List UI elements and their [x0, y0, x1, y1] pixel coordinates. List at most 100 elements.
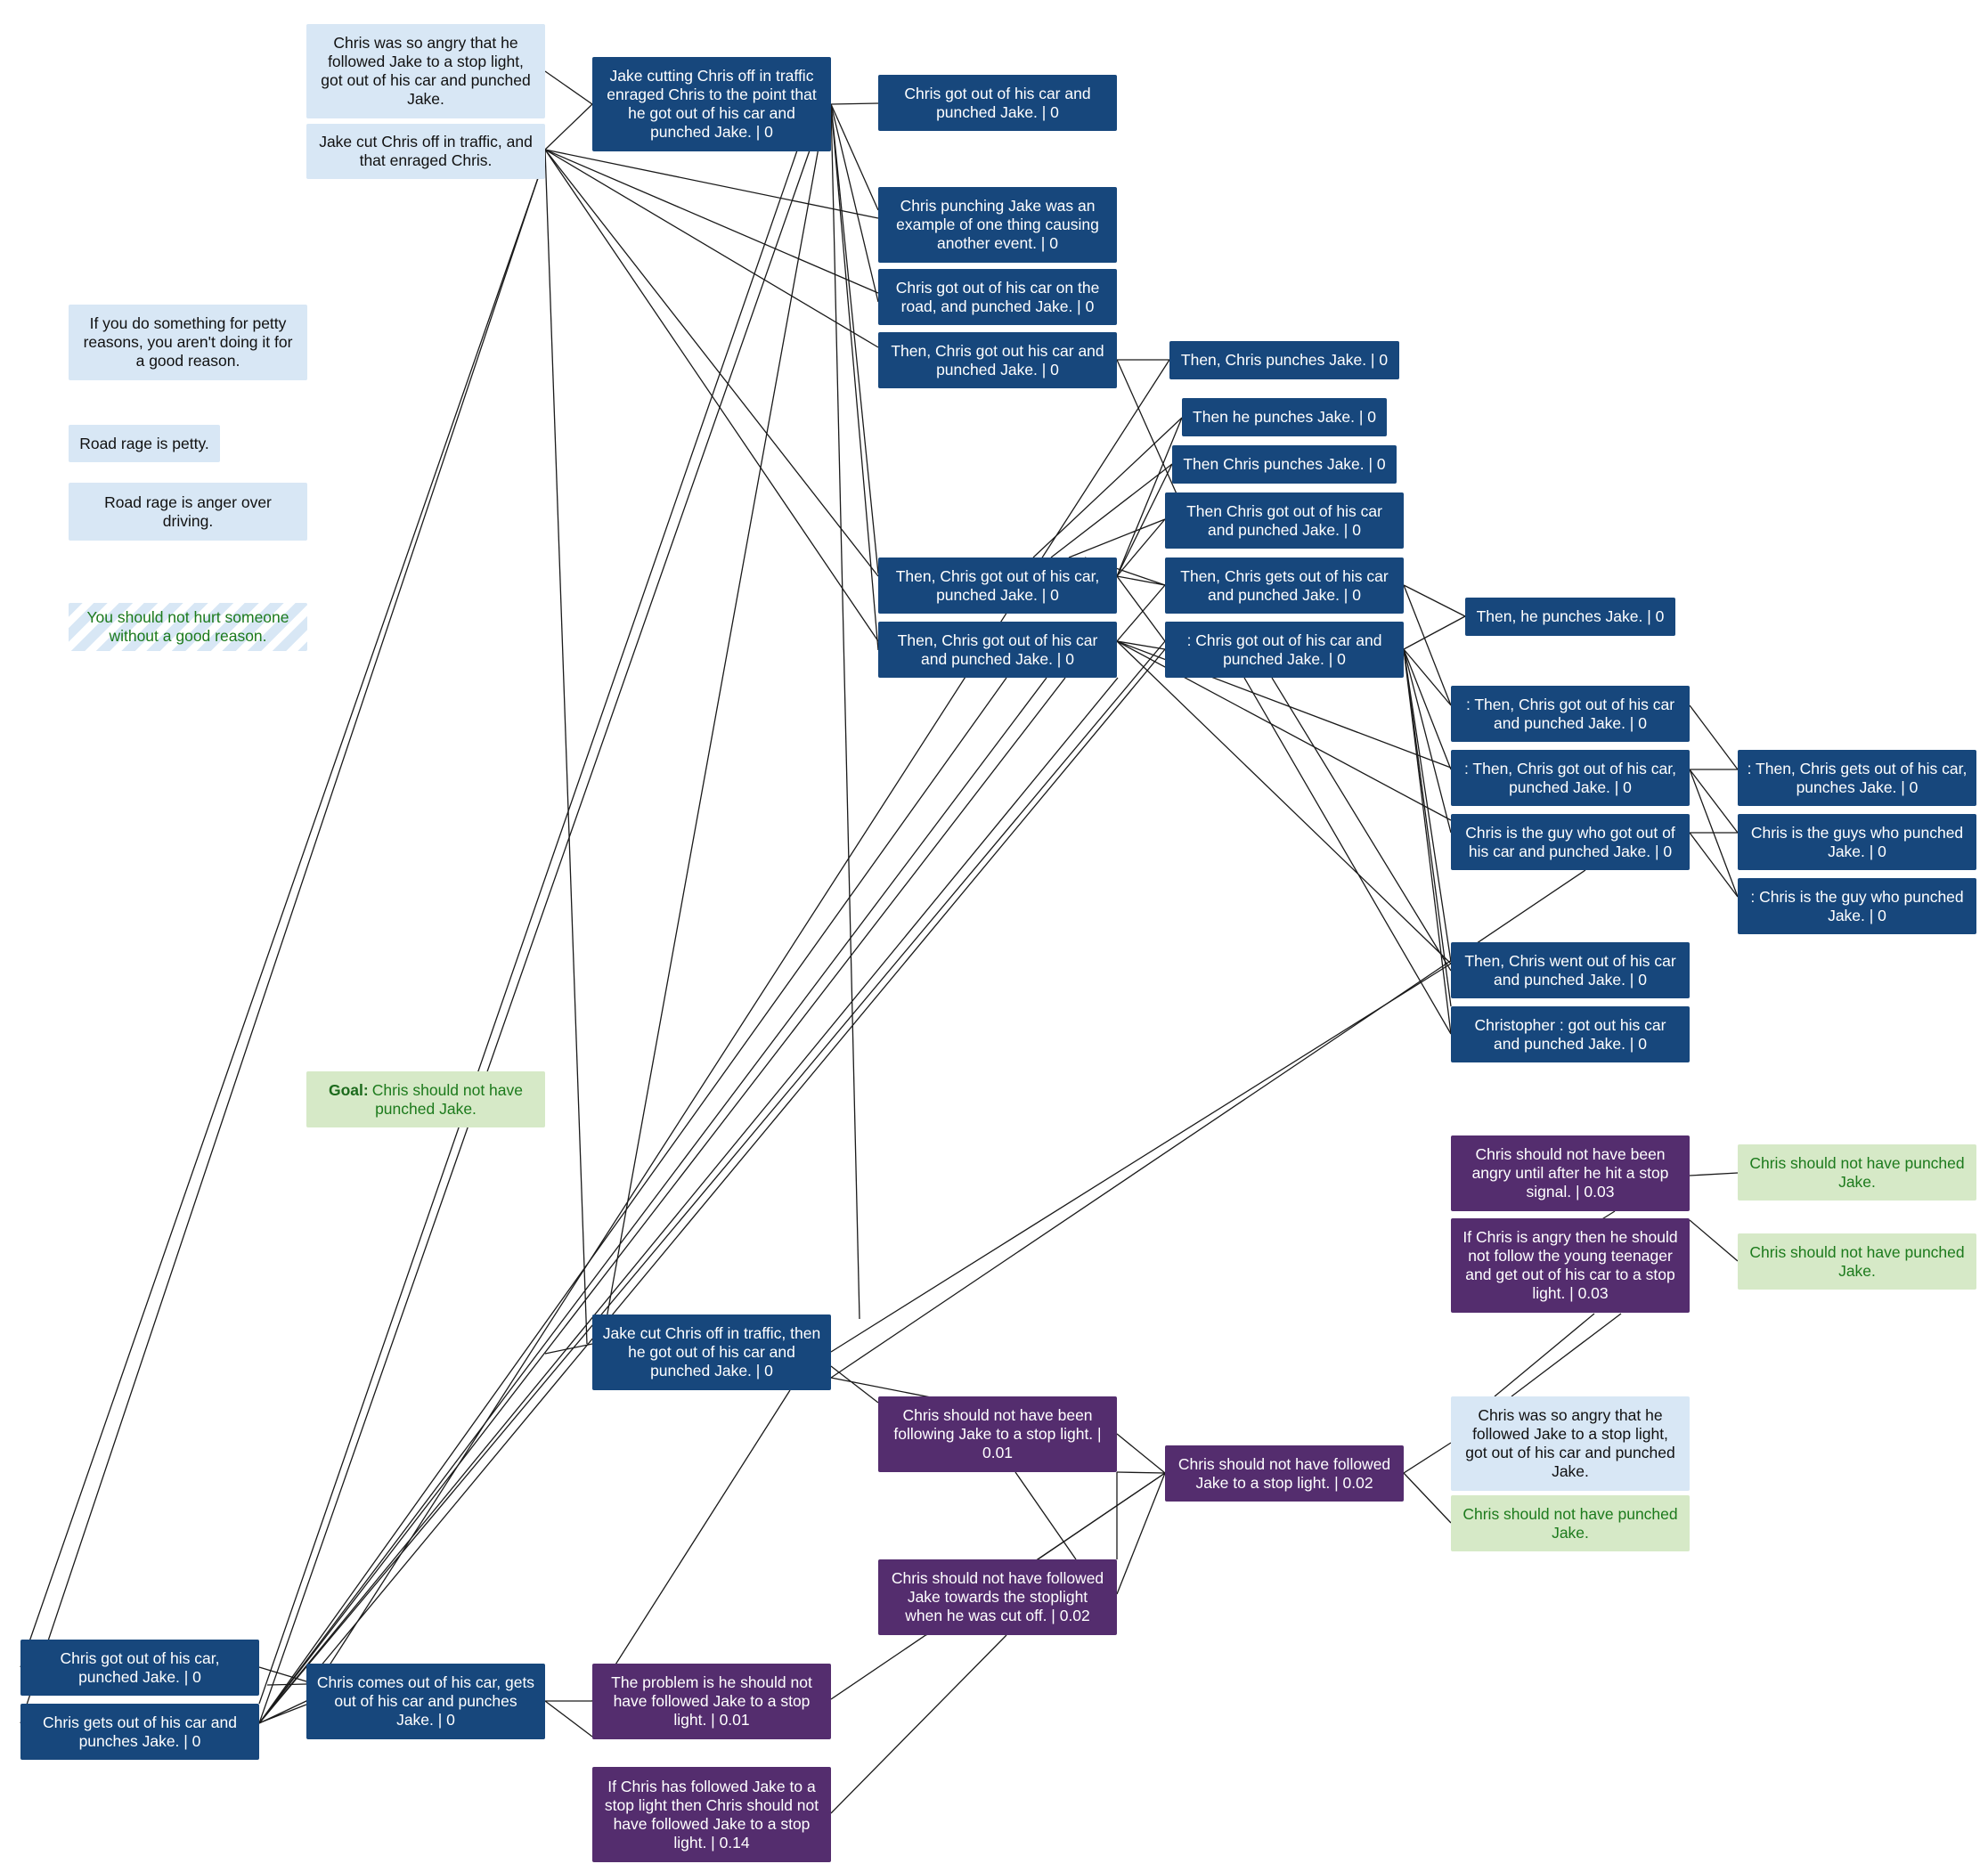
- node-then-gets-out[interactable]: Then, Chris gets out of his car and punc…: [1165, 558, 1404, 614]
- node-text: If you do something for petty reasons, y…: [83, 314, 293, 370]
- node-text: Then, Chris got out of his car, punched …: [895, 566, 1100, 604]
- connector-line: [544, 70, 593, 105]
- node-colon-then-and[interactable]: : Then, Chris got out of his car and pun…: [1451, 686, 1690, 742]
- node-text: Chris comes out of his car, gets out of …: [316, 1673, 535, 1729]
- connector-line: [830, 103, 879, 303]
- connector-line: [544, 103, 593, 151]
- node-text: Chris was so angry that he followed Jake…: [321, 34, 531, 108]
- node-jake-cutting[interactable]: Jake cutting Chris off in traffic enrage…: [592, 57, 831, 151]
- node-then-and[interactable]: Then, Chris got out of his car and punch…: [878, 622, 1117, 678]
- connector-line: [1068, 518, 1166, 558]
- node-text: Chris should not have followed Jake to a…: [1177, 1454, 1391, 1492]
- node-text: The problem is he should not have follow…: [611, 1673, 812, 1729]
- node-on-road[interactable]: Chris got out of his car on the road, an…: [878, 269, 1117, 325]
- connector-line: [830, 103, 860, 1320]
- connector-line: [1403, 584, 1452, 706]
- node-colon-guy-punched[interactable]: : Chris is the guy who punched Jake. | 0: [1738, 878, 1976, 934]
- connector-line: [830, 1365, 879, 1404]
- node-then-he-punches[interactable]: Then he punches Jake. | 0: [1182, 398, 1387, 436]
- node-text: Then he punches Jake. | 0: [1193, 408, 1376, 426]
- node-following[interactable]: Chris should not have been following Jak…: [878, 1396, 1117, 1472]
- node-towards[interactable]: Chris should not have followed Jake towa…: [878, 1559, 1117, 1635]
- connector-line: [1689, 1172, 1739, 1176]
- connector-line: [1050, 463, 1173, 558]
- node-text: Then, Chris got out of his car and punch…: [897, 631, 1098, 668]
- node-angry-top[interactable]: Chris was so angry that he followed Jake…: [306, 24, 545, 118]
- node-text: Chris should not have punched Jake.: [1749, 1153, 1965, 1191]
- node-problem[interactable]: The problem is he should not have follow…: [592, 1664, 831, 1739]
- node-text: Then Chris punches Jake. | 0: [1183, 455, 1386, 473]
- node-then-comma[interactable]: Then, Chris got out of his car, punched …: [878, 558, 1117, 614]
- node-text: You should not hurt someone without a go…: [86, 608, 289, 645]
- node-colon-gets-out[interactable]: : Then, Chris gets out of his car, punch…: [1738, 750, 1976, 806]
- connector-line: [1116, 640, 1452, 964]
- node-got-out-punched-left[interactable]: Chris got out of his car, punched Jake. …: [20, 1640, 259, 1696]
- node-then-punches[interactable]: Then, Chris punches Jake. | 0: [1169, 341, 1399, 379]
- node-text: : Then, Chris got out of his car and pun…: [1465, 695, 1675, 732]
- connector-line: [544, 149, 879, 642]
- node-text: Chris is the guy who got out of his car …: [1465, 823, 1675, 860]
- node-green-mid[interactable]: Chris should not have punched Jake.: [1451, 1495, 1690, 1551]
- connector-line: [1116, 1472, 1166, 1595]
- node-green-r2[interactable]: Chris should not have punched Jake.: [1738, 1233, 1976, 1290]
- node-text: Chris should not have punched Jake.: [1749, 1242, 1965, 1280]
- connector-line: [544, 149, 879, 348]
- connector-line: [1403, 1442, 1452, 1474]
- node-angry-until[interactable]: Chris should not have been angry until a…: [1451, 1135, 1690, 1211]
- connector-line: [1403, 648, 1452, 834]
- node-guys-punched[interactable]: Chris is the guys who punched Jake. | 0: [1738, 814, 1976, 870]
- node-text: Christopher : got out his car and punche…: [1474, 1015, 1666, 1053]
- node-text: Jake cutting Chris off in traffic enrage…: [607, 67, 817, 141]
- node-then-chris-punches[interactable]: Then Chris punches Jake. | 0: [1172, 445, 1397, 484]
- node-text: Chris should not have punched Jake.: [1462, 1504, 1678, 1542]
- node-road-rage-petty[interactable]: Road rage is petty.: [69, 425, 220, 462]
- node-then-got-out-of[interactable]: Then Chris got out of his car and punche…: [1165, 492, 1404, 549]
- node-no-hurt[interactable]: You should not hurt someone without a go…: [69, 603, 307, 651]
- connector-line: [544, 1343, 593, 1355]
- node-colon-got-out[interactable]: : Chris got out of his car and punched J…: [1165, 622, 1404, 678]
- node-went-out[interactable]: Then, Chris went out of his car and punc…: [1451, 942, 1690, 998]
- node-angry-mid[interactable]: Chris was so angry that he followed Jake…: [1451, 1396, 1690, 1491]
- node-text: Chris was so angry that he followed Jake…: [1465, 1406, 1675, 1480]
- node-petty-reasons[interactable]: If you do something for petty reasons, y…: [69, 305, 307, 380]
- connector-line: [257, 1704, 307, 1724]
- node-example[interactable]: Chris punching Jake was an example of on…: [878, 187, 1117, 263]
- node-followed-stop[interactable]: Chris should not have followed Jake to a…: [1165, 1445, 1404, 1502]
- node-text: : Then, Chris gets out of his car, punch…: [1747, 759, 1968, 796]
- node-green-r1[interactable]: Chris should not have punched Jake.: [1738, 1144, 1976, 1201]
- connector-line: [591, 1389, 791, 1702]
- connector-line: [1116, 463, 1173, 577]
- connector-line: [1689, 769, 1739, 898]
- connector-line: [258, 677, 1047, 1724]
- connector-line: [1689, 832, 1739, 898]
- node-if-angry[interactable]: If Chris is angry then he should not fol…: [1451, 1218, 1690, 1313]
- node-guy-got-out[interactable]: Chris is the guy who got out of his car …: [1451, 814, 1690, 870]
- node-christopher[interactable]: Christopher : got out his car and punche…: [1451, 1006, 1690, 1062]
- node-cut-enraged[interactable]: Jake cut Chris off in traffic, and that …: [306, 124, 545, 179]
- connector-line: [1243, 677, 1452, 1035]
- node-if-followed[interactable]: If Chris has followed Jake to a stop lig…: [592, 1767, 831, 1862]
- connector-line: [1116, 575, 1166, 586]
- connector-line: [1403, 648, 1452, 706]
- node-goal[interactable]: Goal:Chris should not have punched Jake.: [306, 1071, 545, 1127]
- node-road-rage-anger[interactable]: Road rage is anger over driving.: [69, 483, 307, 541]
- connector-line: [1494, 1313, 1595, 1397]
- node-comes-out[interactable]: Chris comes out of his car, gets out of …: [306, 1664, 545, 1739]
- node-jake-cut-then[interactable]: Jake cut Chris off in traffic, then he g…: [592, 1314, 831, 1390]
- node-colon-then-comma[interactable]: : Then, Chris got out of his car, punche…: [1451, 750, 1690, 806]
- goal-text: Chris should not have punched Jake.: [371, 1080, 523, 1118]
- connector-line: [20, 177, 539, 1668]
- connector-line: [258, 677, 1119, 1724]
- connector-line: [830, 103, 879, 651]
- connector-line: [258, 1666, 307, 1682]
- node-text: Then, Chris went out of his car and punc…: [1464, 951, 1676, 989]
- connector-line: [830, 1634, 1007, 1814]
- node-then-got-out-his[interactable]: Then, Chris got out his car and punched …: [878, 332, 1117, 388]
- node-got-out-and-punched[interactable]: Chris got out of his car and punched Jak…: [878, 75, 1117, 131]
- node-text: : Chris is the guy who punched Jake. | 0: [1750, 887, 1964, 924]
- node-then-he-punches2[interactable]: Then, he punches Jake. | 0: [1465, 598, 1675, 636]
- node-text: Chris is the guys who punched Jake. | 0: [1750, 823, 1964, 860]
- connector-line: [1689, 769, 1739, 834]
- node-text: Then Chris got out of his car and punche…: [1186, 501, 1382, 539]
- node-gets-out-punches-left[interactable]: Chris gets out of his car and punches Ja…: [20, 1704, 259, 1760]
